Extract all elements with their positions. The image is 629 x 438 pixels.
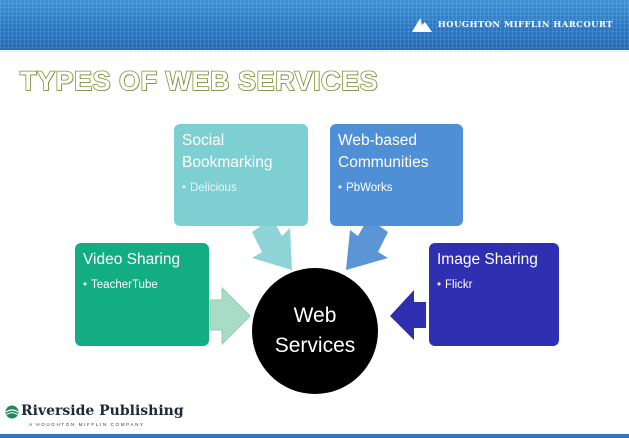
bullet-glyph: • — [182, 182, 187, 194]
box-image-sharing: Image Sharing • Flickr — [429, 243, 559, 346]
box-heading-line: Web-based — [338, 132, 417, 149]
box-heading-line: Video Sharing — [83, 251, 181, 268]
riverside-globe-icon — [5, 405, 19, 419]
bullet-glyph: • — [437, 279, 442, 291]
riverside-logo-sub: A HOUGHTON MIFFLIN COMPANY — [29, 422, 145, 427]
box-heading: Image Sharing — [437, 249, 551, 271]
riverside-logo: Riverside Publishing A HOUGHTON MIFFLIN … — [5, 403, 185, 434]
box-bullet: • Flickr — [437, 279, 551, 291]
center-label-line: Services — [274, 334, 356, 357]
riverside-logo-name: Riverside Publishing — [21, 403, 184, 419]
bullet-text: Flickr — [445, 279, 473, 291]
bullet-glyph: • — [83, 279, 88, 291]
box-web-based-communities: Web-based Communities • PbWorks — [330, 124, 463, 226]
bullet-text: TeacherTube — [91, 279, 158, 291]
box-heading-line: Social — [182, 132, 225, 149]
box-social-bookmarking: Social Bookmarking • Delicious — [174, 124, 308, 226]
center-circle: Web Services — [252, 268, 378, 394]
footer-bar — [0, 434, 629, 438]
header-bar: HOUGHTON MIFFLIN HARCOURT — [0, 0, 629, 50]
box-bullet: • TeacherTube — [83, 279, 201, 291]
hmh-logo-icon — [411, 18, 432, 32]
box-bullet: • PbWorks — [338, 182, 455, 194]
arrow-icon — [209, 286, 251, 346]
box-heading: Social Bookmarking — [182, 130, 300, 174]
box-heading: Video Sharing — [83, 249, 201, 271]
slide-title: TYPES OF WEB SERVICES — [19, 65, 379, 97]
publisher-logo: HOUGHTON MIFFLIN HARCOURT — [411, 17, 613, 33]
header-divider — [0, 50, 629, 52]
box-heading-line: Bookmarking — [182, 154, 273, 171]
box-bullet: • Delicious — [182, 182, 300, 194]
box-video-sharing: Video Sharing • TeacherTube — [75, 243, 209, 346]
center-label-line: Web — [293, 304, 337, 327]
box-heading-line: Image Sharing — [437, 251, 538, 268]
box-heading-line: Communities — [338, 154, 429, 171]
bullet-glyph: • — [338, 182, 343, 194]
box-heading: Web-based Communities — [338, 130, 455, 174]
bullet-text: PbWorks — [346, 182, 393, 194]
header-texture — [0, 0, 629, 50]
arrow-icon — [390, 290, 426, 340]
bullet-text: Delicious — [190, 182, 237, 194]
publisher-logo-text: HOUGHTON MIFFLIN HARCOURT — [437, 20, 613, 30]
